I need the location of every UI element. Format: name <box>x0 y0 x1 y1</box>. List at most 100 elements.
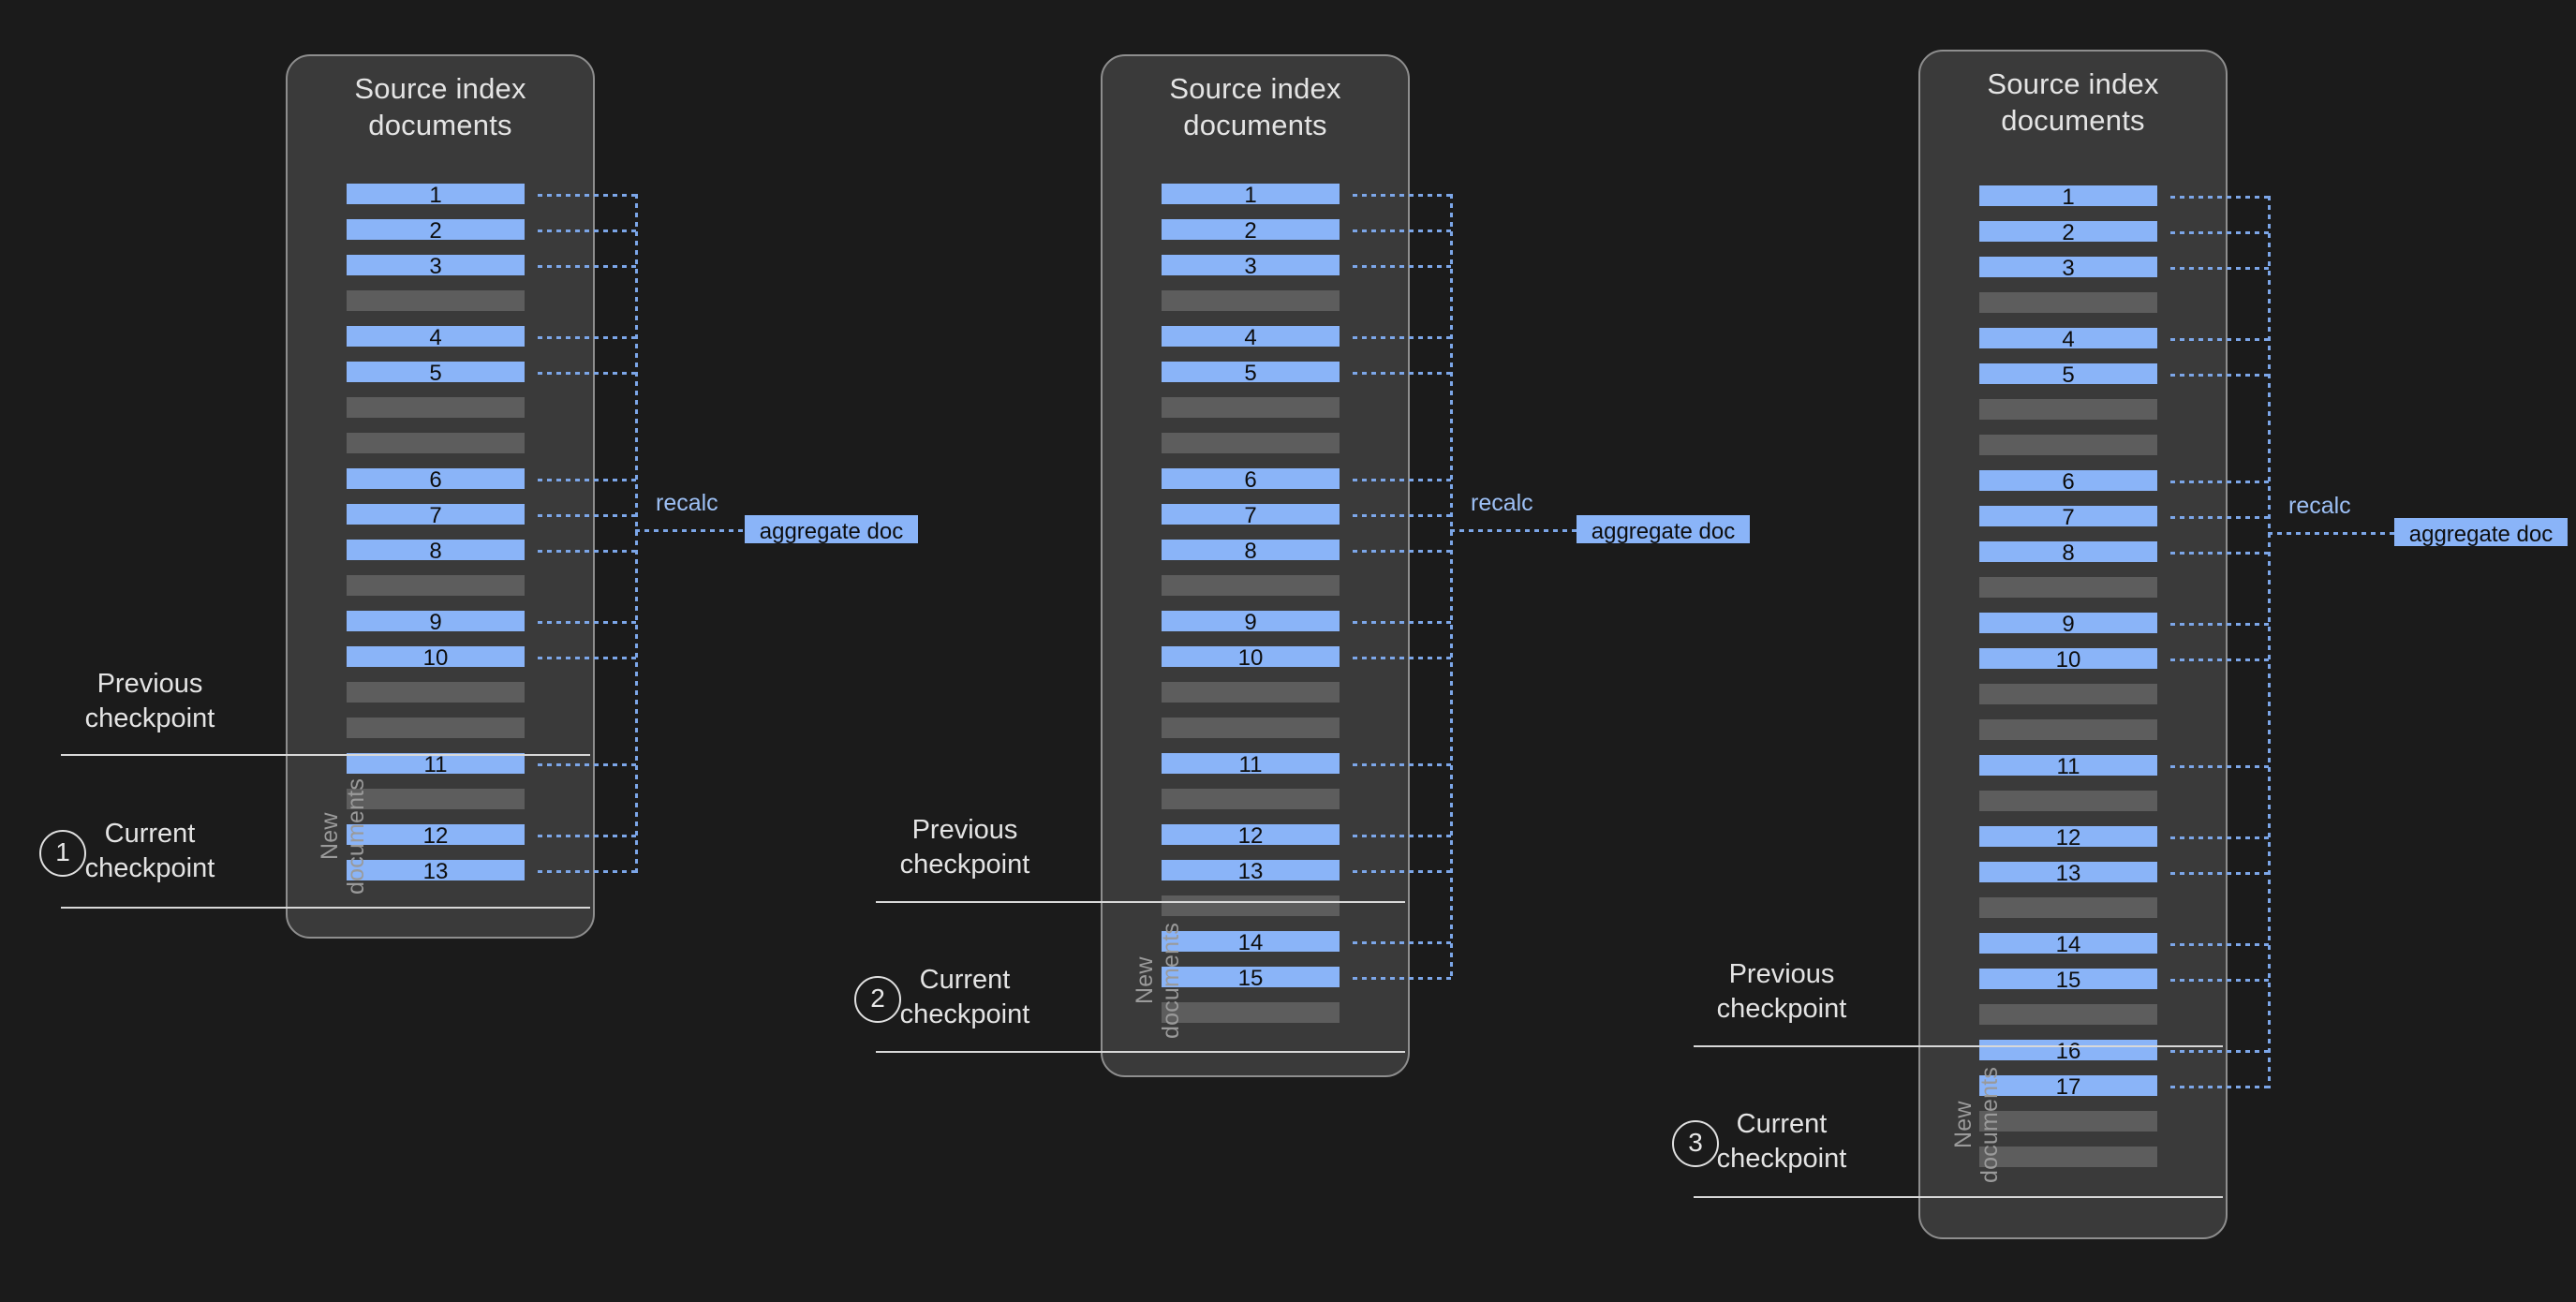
document-row: 5 <box>347 361 525 386</box>
previous-checkpoint-line <box>61 754 590 756</box>
stage-number-badge-1: 1 <box>39 830 86 877</box>
recalc-label: recalc <box>2288 493 2351 519</box>
row-connector <box>538 194 638 197</box>
document-row: 6 <box>347 468 525 492</box>
empty-row <box>1979 292 2157 313</box>
empty-row <box>1162 575 1340 596</box>
empty-row <box>1162 397 1340 418</box>
row-connector <box>538 229 638 232</box>
previous-checkpoint-label: Previous checkpoint <box>899 815 1030 880</box>
document-row-label: 8 <box>2062 540 2075 566</box>
row-connector <box>2170 552 2271 555</box>
empty-row <box>1162 290 1340 311</box>
row-connector <box>538 763 638 766</box>
document-row-label: 8 <box>1244 539 1257 564</box>
row-connector <box>2170 231 2271 234</box>
new-documents-label: New documents <box>1132 922 1184 1040</box>
document-row-label: 1 <box>429 183 442 208</box>
row-connector <box>538 372 638 375</box>
empty-row <box>1162 718 1340 738</box>
document-row-label: 7 <box>2062 505 2075 530</box>
document-row-label: 8 <box>429 539 442 564</box>
document-row: 13 <box>1979 862 2157 885</box>
document-row-label: 12 <box>1237 823 1264 849</box>
document-row-label: 2 <box>1244 218 1257 244</box>
row-connector <box>1353 763 1453 766</box>
document-row: 5 <box>1162 361 1340 386</box>
document-row-label: 10 <box>422 645 449 671</box>
document-row: 14 <box>1979 932 2157 957</box>
document-row: 15 <box>1162 966 1340 991</box>
empty-row <box>1162 433 1340 453</box>
document-row: 2 <box>347 219 525 243</box>
document-row-label: 5 <box>2062 362 2075 388</box>
row-connector <box>1353 977 1453 980</box>
document-row-label: 3 <box>429 254 442 279</box>
row-connector <box>1353 265 1453 268</box>
document-row: 7 <box>1162 503 1340 528</box>
document-row-label: 10 <box>1237 645 1264 671</box>
document-row: 1 <box>347 183 525 208</box>
row-connector <box>538 621 638 624</box>
document-row: 16 <box>1979 1040 2157 1063</box>
document-row: 4 <box>1162 326 1340 349</box>
document-row: 12 <box>1979 826 2157 850</box>
document-row: 8 <box>347 539 525 564</box>
document-row: 17 <box>1979 1075 2157 1099</box>
aggregation-bus <box>2268 196 2271 1088</box>
document-row: 4 <box>347 326 525 349</box>
row-connector <box>1353 372 1453 375</box>
document-row: 3 <box>1979 257 2157 280</box>
document-row-label: 6 <box>2062 469 2075 495</box>
row-connector <box>2170 196 2271 199</box>
current-checkpoint-line <box>61 907 590 909</box>
empty-row <box>1979 897 2157 918</box>
row-connector <box>1353 194 1453 197</box>
document-row-label: 7 <box>1244 503 1257 528</box>
document-row-label: 14 <box>2055 932 2081 957</box>
row-connector <box>1353 835 1453 837</box>
row-connector <box>2170 623 2271 626</box>
document-row: 1 <box>1979 185 2157 209</box>
document-row: 2 <box>1979 221 2157 244</box>
recalc-arrow <box>1450 529 1591 532</box>
document-row-label: 13 <box>422 859 449 884</box>
row-connector <box>2170 267 2271 270</box>
row-connector <box>538 265 638 268</box>
recalc-arrow <box>2268 532 2408 535</box>
document-row-label: 9 <box>1244 610 1257 635</box>
row-connector <box>2170 979 2271 982</box>
empty-row <box>1162 895 1340 916</box>
document-row-label: 14 <box>1237 930 1264 955</box>
row-connector <box>2170 338 2271 341</box>
current-checkpoint-label: Current checkpoint <box>899 965 1030 1030</box>
aggregate-doc-box: aggregate doc <box>2394 518 2568 546</box>
document-row-label: 5 <box>1244 361 1257 386</box>
recalc-arrow <box>635 529 776 532</box>
document-row-label: 15 <box>2055 968 2081 993</box>
document-row: 5 <box>1979 362 2157 388</box>
empty-row <box>1162 682 1340 703</box>
empty-row <box>1162 1002 1340 1023</box>
empty-row <box>347 397 525 418</box>
row-connector <box>538 835 638 837</box>
document-row-label: 3 <box>1244 254 1257 279</box>
document-row-label: 1 <box>1244 183 1257 208</box>
row-connector <box>2170 943 2271 946</box>
empty-row <box>347 290 525 311</box>
empty-row <box>1979 684 2157 704</box>
empty-row <box>1979 1111 2157 1132</box>
document-row: 6 <box>1979 469 2157 495</box>
document-row-label: 15 <box>1237 966 1264 991</box>
document-row: 3 <box>1162 254 1340 279</box>
document-row: 3 <box>347 254 525 279</box>
empty-row <box>1979 1147 2157 1167</box>
document-row-label: 5 <box>429 361 442 386</box>
empty-row <box>1979 719 2157 740</box>
document-row-label: 9 <box>2062 612 2075 637</box>
row-connector <box>2170 1086 2271 1088</box>
document-row: 12 <box>1162 823 1340 849</box>
row-connector <box>538 336 638 339</box>
document-row-label: 11 <box>2056 754 2080 779</box>
